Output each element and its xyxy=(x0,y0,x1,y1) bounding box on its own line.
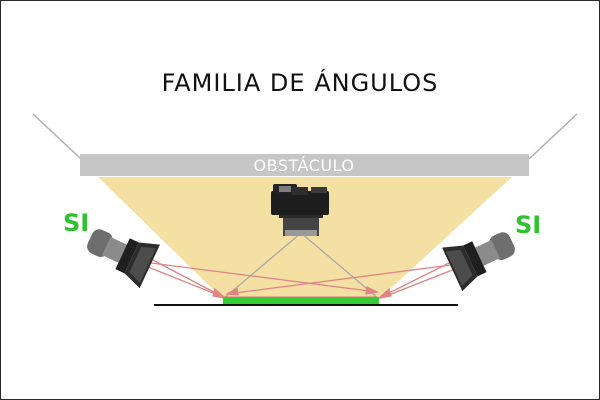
diagram-title: FAMILIA DE ÁNGULOS xyxy=(161,69,439,97)
studio-light-icon xyxy=(442,232,515,292)
left-outer-line xyxy=(32,113,82,160)
reflective-subject xyxy=(223,297,379,304)
camera-icon xyxy=(271,184,329,236)
family-of-angles-area xyxy=(98,177,512,299)
obstacle-label: OBSTÁCULO xyxy=(254,156,355,175)
studio-light-icon xyxy=(87,229,160,289)
camera-view-line-right xyxy=(300,232,380,300)
right-outer-line xyxy=(528,113,578,160)
left-light-label: SI xyxy=(63,209,90,237)
right-light-label: SI xyxy=(515,211,542,239)
obstacle-bar xyxy=(80,154,529,176)
right-light-rays xyxy=(224,260,456,300)
